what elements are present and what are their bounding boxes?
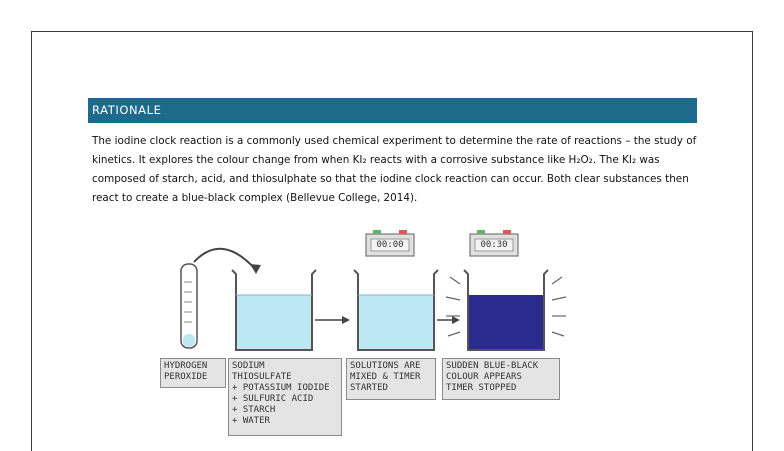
timer-icon	[469, 230, 519, 257]
beaker-sodium-thiosulfate-icon	[231, 269, 317, 351]
flash-lines-icon	[445, 276, 567, 337]
test-tube-icon	[180, 263, 198, 349]
rationale-paragraph: The iodine clock reaction is a commonly …	[92, 132, 698, 208]
iodine-clock-diagram: 00:00 00:30 HYDROGEN PEROXIDE SODIUM THI…	[150, 222, 590, 441]
label-blue-black: SUDDEN BLUE-BLACK COLOUR APPEARS TIMER S…	[442, 358, 560, 400]
beaker-mixed-icon	[353, 269, 439, 351]
pour-arrow-icon	[193, 247, 257, 271]
section-heading: RATIONALE	[88, 98, 697, 123]
beaker-blue-black-icon	[463, 269, 549, 351]
timer-icon	[365, 230, 415, 257]
label-mixed: SOLUTIONS ARE MIXED & TIMER STARTED	[346, 358, 436, 400]
label-hydrogen-peroxide: HYDROGEN PEROXIDE	[160, 358, 226, 388]
diagram-drawing	[180, 230, 567, 351]
paragraph-text: The iodine clock reaction is a commonly …	[92, 135, 697, 204]
timer-display-start: 00:00	[376, 240, 404, 250]
label-sodium-thiosulfate: SODIUM THIOSULFATE + POTASSIUM IODIDE + …	[228, 358, 342, 436]
timer-display-stop: 00:30	[480, 240, 508, 250]
